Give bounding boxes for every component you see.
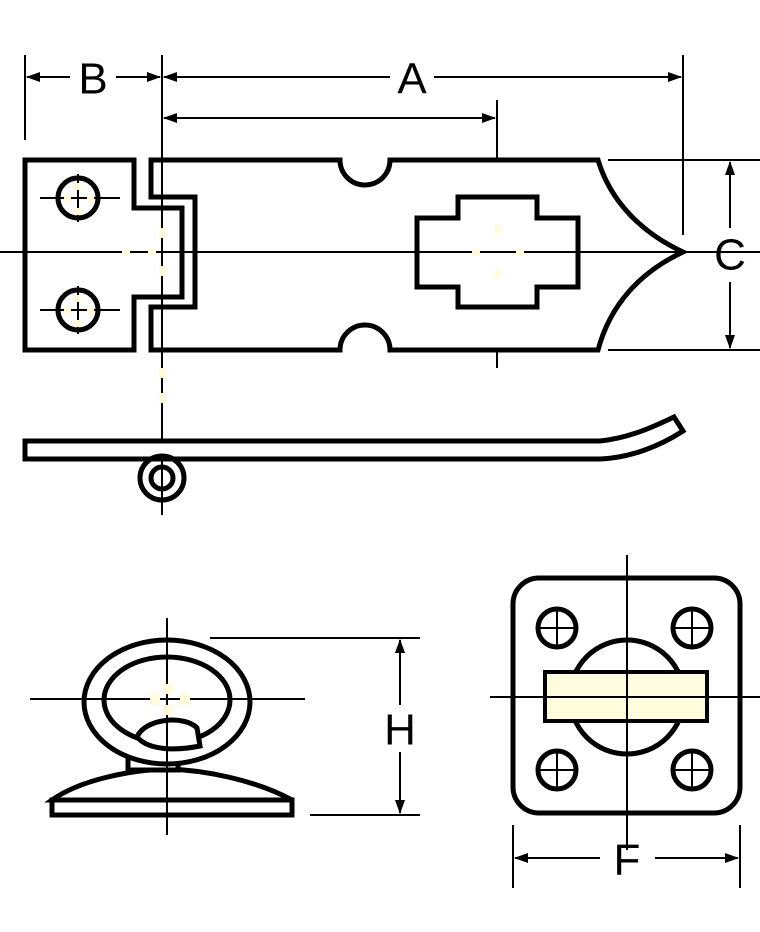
dimension-label-h: H [384, 706, 416, 755]
hasp-top-view [0, 55, 760, 515]
staple-loop-foot [134, 717, 203, 752]
staple-side-view [30, 618, 305, 835]
staple-top-view [490, 555, 760, 850]
dimension-label-f: F [614, 836, 641, 885]
hasp-side-view [22, 413, 687, 503]
dimension-f: F [512, 825, 741, 888]
hasp-profile [22, 413, 687, 462]
hinge-ring-inner [148, 464, 176, 492]
dimension-label-b: B [78, 55, 107, 104]
dimension-c: C [608, 159, 760, 351]
highlight-marks [64, 183, 524, 403]
top-dimensions: B A [24, 55, 684, 368]
dimension-label-c: C [714, 231, 746, 280]
crosshairs [540, 611, 709, 787]
dimension-label-a: A [397, 55, 427, 104]
hinge-ring-outer [137, 453, 187, 503]
staple-base-plate [49, 797, 295, 818]
highlight-marks [150, 684, 190, 715]
staple-base-dome [44, 766, 294, 803]
dimension-h: H [210, 637, 420, 816]
